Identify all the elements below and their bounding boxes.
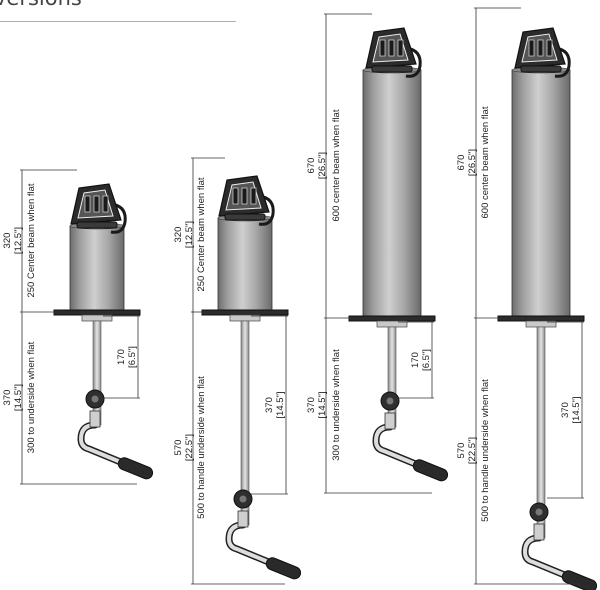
locking-knob-center: [386, 397, 394, 405]
top-height-note: 600 center beam when flat: [480, 106, 491, 218]
head-fin: [546, 39, 553, 57]
head-fin: [379, 39, 386, 57]
bottom-height-note: 300 to underside when flat: [331, 349, 342, 461]
top-height-label: [12.5"]: [13, 227, 24, 254]
top-height-note: 250 Center beam when flat: [26, 183, 37, 297]
column-tube: [362, 69, 422, 318]
unit-b: 320[12.5"]250 Center beam when flat 570[2…: [173, 157, 302, 585]
mount-ring: [554, 46, 571, 78]
handle-arm: [372, 423, 422, 469]
top-height-note: 600 center beam when flat: [331, 109, 342, 221]
handle-arm-highlight: [373, 425, 420, 467]
camera-head: [514, 27, 571, 78]
handle-arm-highlight: [78, 423, 125, 465]
handle-clamp: [237, 510, 249, 528]
mount-ring: [110, 202, 127, 234]
bottom-height-note: 500 to handle underside when flat: [480, 379, 491, 522]
handle-arm: [225, 521, 275, 567]
rod-length-label: 170: [410, 352, 421, 368]
camera-head: [365, 27, 422, 78]
handle-clamp: [89, 410, 101, 428]
handle-arm-highlight: [522, 536, 569, 578]
column-tube: [511, 69, 571, 318]
head-fin: [102, 195, 109, 213]
unit-a: 320[12.5"]250 Center beam when flat 370[1…: [2, 169, 154, 485]
bottom-height-label: [14.5"]: [13, 384, 24, 411]
head-fin: [388, 39, 395, 57]
head-fin: [537, 39, 544, 57]
head-collar: [371, 65, 413, 73]
top-height-label: 670: [306, 158, 317, 174]
base-plate: [53, 309, 141, 316]
bottom-height-label: 570: [173, 440, 184, 456]
rod-length-label: [6.5"]: [421, 349, 432, 371]
bottom-height-label: 370: [306, 397, 317, 413]
head-fin: [232, 187, 239, 205]
top-height-label: 320: [173, 227, 184, 243]
column-tube: [217, 217, 273, 312]
base-plate: [497, 315, 585, 322]
handle-arm: [77, 421, 127, 467]
rod-length-label: 370: [560, 402, 571, 418]
bottom-height-note: 300 to underside when flat: [26, 341, 37, 453]
bottom-height-label: [14.5"]: [317, 391, 328, 418]
camera-head: [218, 175, 275, 226]
locking-knob-center: [91, 395, 99, 403]
handle-clamp: [533, 523, 545, 541]
head-collar: [76, 221, 118, 229]
head-fin: [241, 187, 248, 205]
center-rod: [92, 320, 102, 426]
base-plate: [201, 309, 289, 316]
bottom-height-note: 500 to handle underside when flat: [196, 376, 207, 519]
bottom-height-label: [22.5"]: [184, 434, 195, 461]
tilt-handle: [225, 489, 302, 580]
rod-length-label: [14.5"]: [571, 396, 582, 423]
bottom-height-label: 370: [2, 390, 13, 406]
mount-ring: [405, 46, 422, 78]
handle-grip: [265, 557, 302, 580]
rod-length-label: [14.5"]: [275, 391, 286, 418]
camera-head: [70, 183, 127, 234]
top-height-label: 320: [2, 233, 13, 249]
head-fin: [528, 39, 535, 57]
column-tube: [69, 225, 125, 312]
tilt-handle: [77, 389, 154, 480]
handle-grip: [412, 459, 449, 482]
locking-knob-center: [239, 495, 247, 503]
top-height-label: 670: [456, 155, 467, 171]
handle-grip: [561, 570, 598, 590]
top-height-label: [12.5"]: [184, 221, 195, 248]
top-height-label: [26.5"]: [317, 152, 328, 179]
base-plate: [348, 315, 436, 322]
page-title: versions: [0, 0, 82, 10]
head-fin: [250, 187, 257, 205]
handle-clamp: [384, 412, 396, 430]
locking-knob-center: [535, 508, 543, 516]
tilt-handle: [372, 391, 449, 482]
top-height-label: [26.5"]: [467, 149, 478, 176]
head-collar: [520, 65, 562, 73]
tilt-handle: [521, 502, 598, 590]
center-rod: [387, 326, 397, 428]
rod-length-label: 170: [116, 349, 127, 365]
title-divider: [0, 21, 236, 22]
bottom-height-label: [22.5"]: [467, 437, 478, 464]
head-fin: [84, 195, 91, 213]
handle-arm-highlight: [226, 523, 273, 565]
bottom-height-label: 570: [456, 443, 467, 459]
rod-length-label: 370: [264, 397, 275, 413]
head-fin: [93, 195, 100, 213]
top-height-note: 250 Center beam when flat: [196, 177, 207, 291]
handle-arm: [521, 534, 571, 580]
head-fin: [397, 39, 404, 57]
handle-grip: [117, 457, 154, 480]
head-collar: [224, 213, 266, 221]
unit-c: 670[26.5"]600 center beam when flat 370[1…: [306, 13, 449, 494]
unit-d: 670[26.5"]600 center beam when flat 570[2…: [456, 7, 598, 590]
rod-length-label: [6.5"]: [127, 346, 138, 368]
mount-ring: [258, 194, 275, 226]
